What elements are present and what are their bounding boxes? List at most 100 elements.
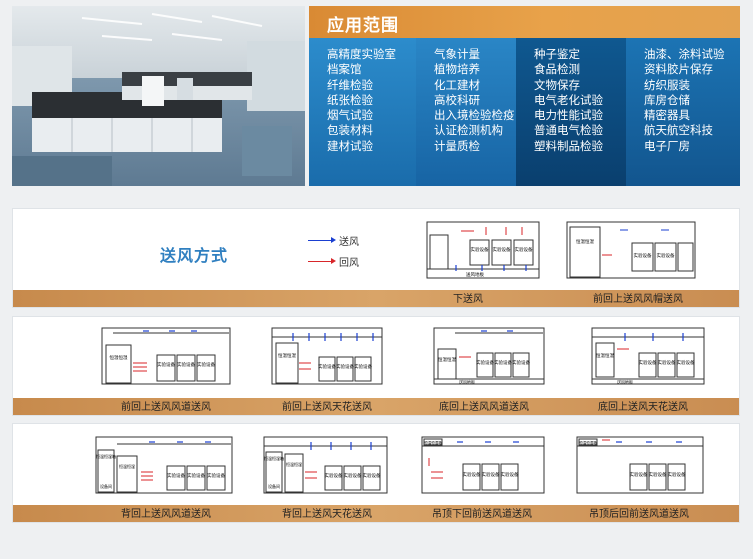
scope-item: 出入境检验检疫 [434,108,515,123]
equipment-label: 实验设备 [197,361,215,368]
ac-unit-label: 恒温恒湿 [119,463,135,469]
equipment-label: 实验设备 [493,246,511,253]
legend-supply: 送风 [308,233,359,248]
equipment-label: 实验设备 [318,363,336,370]
diagram-hood-supply: 恒温恒湿 实验设备 实验设备 [566,221,696,279]
scope-item: 食品检测 [534,62,580,77]
caption-bar: 下送风 前回上送风风帽送风 [13,290,739,307]
scope-item: 文物保存 [534,77,580,92]
scope-column-2: 气象计量 植物培养 化工建材 高校科研 出入境检验检疫 认证检测机构 计量质检 [416,38,516,186]
scope-column-3: 种子鉴定 食品检测 文物保存 电气老化试验 电力性能试验 普通电气检验 塑料制品… [516,38,626,186]
diagram-front-return-duct: 恒温恒湿 实验设备 实验设备 实验设备 [101,327,231,385]
airflow-row-2: 恒温恒湿 实验设备 实验设备 实验设备 恒温恒湿 实验设备 实验设备 实验设备 … [12,316,740,416]
scope-item: 化工建材 [434,77,480,92]
diagram-front-return-ceiling: 恒温恒湿 实验设备 实验设备 实验设备 [271,327,383,385]
scope-item: 库房仓储 [644,92,690,107]
laboratory-photo [12,6,305,186]
scope-item: 资料胶片保存 [644,62,713,77]
equipment-label: 实验设备 [657,252,675,259]
scope-item: 油漆、涂料试验 [644,47,725,61]
equipment-label: 实验设备 [658,359,676,366]
ceiling-box-label: 恒温恒湿箱 [579,440,597,445]
scope-item: 纤维检验 [327,77,373,92]
scope-item: 气象计量 [434,47,480,61]
scope-item: 高校科研 [434,92,480,107]
scope-item: 电力性能试验 [534,108,603,123]
caption-ceiling-back-return-duct: 吊顶后回前送风道送风 [589,509,689,520]
scope-item: 电子厂房 [644,138,690,153]
equipment-label: 实验设备 [501,471,519,478]
scope-item: 纺织服装 [644,77,690,92]
ac-unit-label: 恒温恒湿 [110,354,128,361]
caption-bottom-return-duct: 底回上送风风道送风 [439,402,529,413]
ac-unit-label: 恒温恒湿 [438,356,456,363]
red-arrow-icon [308,258,336,264]
scope-item: 烟气试验 [327,108,373,123]
equipment-label: 实验设备 [187,472,205,479]
scope-item: 普通电气检验 [534,123,603,138]
equipment-label: 实验设备 [471,246,489,253]
airflow-section-title: 送风方式 [160,246,229,265]
caption-ceiling-front-return-duct: 吊顶下回前送风道送风 [432,509,532,520]
equipment-label: 实验设备 [515,246,533,253]
ac-unit-label: 恒温恒湿 [596,352,614,359]
diagram-ceiling-front-return-duct: 恒温恒湿箱 实验设备 实验设备 实验设备 [421,436,545,494]
diagram-back-return-ceiling: 恒温恒湿箱 设备间 恒温恒湿 实验设备 实验设备 实验设备 [263,436,388,494]
caption-hood-supply: 前回上送风风帽送风 [593,294,683,305]
application-scope-panel: 应用范围 高精度实验室 档案馆 纤维检验 纸张检验 烟气试验 包装材料 建材试验… [309,6,740,186]
airflow-row-3: 恒温恒湿箱 设备间 恒温恒湿 实验设备 实验设备 实验设备 恒温恒湿箱 设备间 … [12,423,740,523]
caption-front-return-duct: 前回上送风风道送风 [121,402,211,413]
caption-back-return-duct: 背回上送风风道送风 [121,509,211,520]
equipment-label: 实验设备 [207,472,225,479]
equipment-room-label: 设备间 [100,483,112,489]
legend-return: 回风 [308,254,359,269]
equipment-label: 实验设备 [649,471,667,478]
ac-unit-label: 恒温恒湿 [576,238,594,245]
equipment-label: 实验设备 [634,252,652,259]
diagram-bottom-return-ceiling: 恒温恒湿 实验设备 实验设备 实验设备 送风地板 [591,327,705,385]
application-scope-section: 应用范围 高精度实验室 档案馆 纤维检验 纸张检验 烟气试验 包装材料 建材试验… [12,6,740,186]
floor-label: 送风地板 [617,379,633,385]
caption-bar: 前回上送风风道送风 前回上送风天花送风 底回上送风风道送风 底回上送风天花送风 [13,398,739,415]
scope-header: 应用范围 [309,6,740,38]
ac-unit-label: 恒温恒湿 [286,461,302,467]
scope-item: 电气老化试验 [534,92,603,107]
equipment-label: 实验设备 [630,471,648,478]
diagram-back-return-duct: 恒温恒湿箱 设备间 恒温恒湿 实验设备 实验设备 实验设备 [95,436,233,494]
scope-column-1: 高精度实验室 档案馆 纤维检验 纸张检验 烟气试验 包装材料 建材试验 [309,38,416,186]
scope-item: 高精度实验室 [327,47,396,61]
blue-arrow-icon [308,237,336,243]
ceiling-box-label: 恒温恒湿箱 [264,455,284,461]
equipment-label: 实验设备 [463,471,481,478]
equipment-label: 实验设备 [157,361,175,368]
caption-bar: 背回上送风风道送风 背回上送风天花送风 吊顶下回前送风道送风 吊顶后回前送风道送… [13,505,739,522]
equipment-room-label: 设备间 [268,483,280,489]
caption-back-return-ceiling: 背回上送风天花送风 [282,509,372,520]
scope-item: 航天航空科技 [644,123,713,138]
diagram-bottom-return-duct: 恒温恒湿 实验设备 实验设备 实验设备 送风地板 [433,327,545,385]
equipment-label: 实验设备 [512,359,530,366]
scope-item: 植物培养 [434,62,480,77]
floor-label: 送风地板 [466,271,484,278]
equipment-label: 实验设备 [677,359,695,366]
equipment-label: 实验设备 [177,361,195,368]
equipment-label: 实验设备 [363,472,381,479]
scope-item: 建材试验 [327,138,373,153]
scope-column-4: 油漆、涂料试验 资料胶片保存 纺织服装 库房仓储 精密器具 航天航空科技 电子厂… [626,38,740,186]
ac-unit-label: 恒温恒湿 [278,352,296,359]
ceiling-box-label: 恒温恒湿箱 [424,440,442,445]
equipment-label: 实验设备 [344,472,362,479]
equipment-label: 实验设备 [494,359,512,366]
scope-title: 应用范围 [327,16,399,36]
laboratory-photo-illustration [12,6,305,186]
scope-item: 包装材料 [327,123,373,138]
floor-label: 送风地板 [459,379,475,385]
airflow-row-1: 送风方式 送风 回风 实验设备 实验设备 实验设备 送风地板 恒温恒湿 实验设备… [12,208,740,308]
scope-item: 档案馆 [327,62,362,77]
equipment-label: 实验设备 [354,363,372,370]
scope-item: 认证检测机构 [434,123,503,138]
scope-item: 纸张检验 [327,92,373,107]
diagram-ceiling-back-return-duct: 恒温恒湿箱 实验设备 实验设备 实验设备 [576,436,704,494]
equipment-label: 实验设备 [476,359,494,366]
equipment-label: 实验设备 [482,471,500,478]
